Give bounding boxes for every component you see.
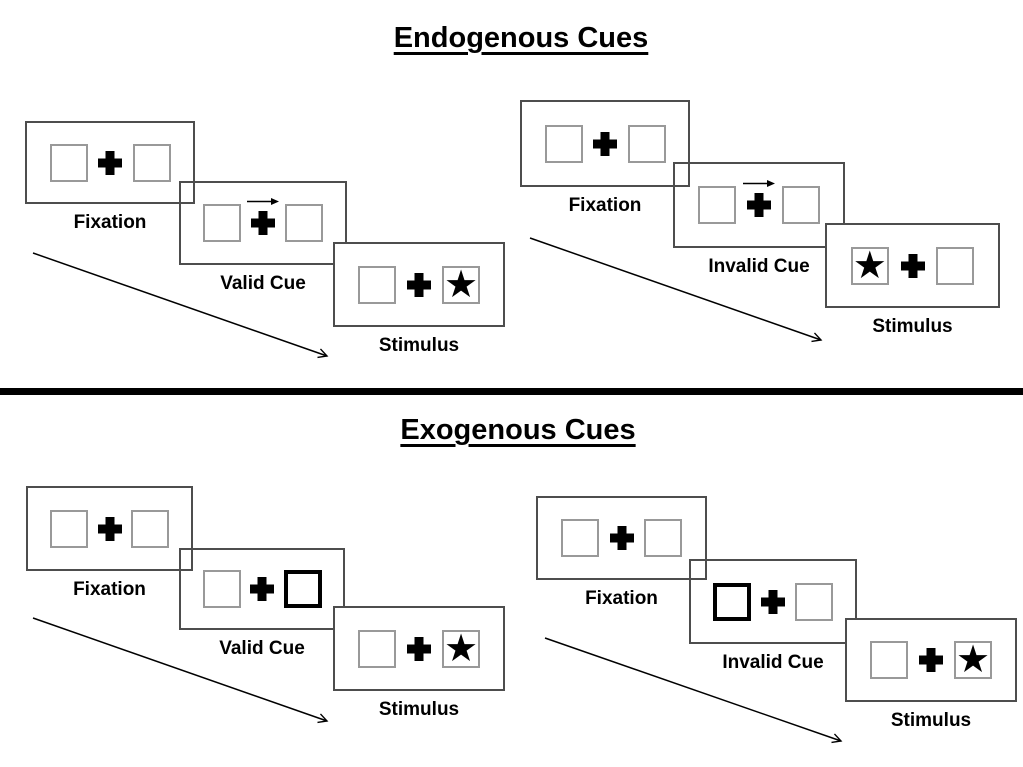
right-target-square: ★ [442, 627, 480, 670]
fixation-cross-icon [593, 132, 617, 156]
left-placeholder-square [49, 509, 88, 548]
exogenous-valid-stimulus-panel: ★ Stimulus [333, 606, 505, 720]
star-icon: ★ [443, 263, 479, 306]
fixation-cross-icon [251, 211, 275, 235]
panel-label: Fixation [73, 212, 147, 233]
cue-arrow-right-icon [743, 180, 775, 187]
panel-label: Fixation [585, 588, 658, 609]
star-icon: ★ [955, 639, 991, 681]
timeline-arrow-endogenous-valid [32, 252, 327, 356]
right-target-square: ★ [954, 641, 992, 679]
timeline-arrow-exogenous-valid [32, 617, 327, 721]
endogenous-valid-cue-panel: Valid Cue [179, 181, 347, 294]
fixation-cross-icon [761, 590, 785, 614]
right-placeholder-square [132, 143, 171, 182]
section-divider [0, 388, 1023, 395]
right-placeholder-square [285, 204, 323, 242]
exogenous-invalid-cue-panel: Invalid Cue [689, 559, 857, 673]
fixation-cross-icon [919, 648, 943, 672]
panel-label: Stimulus [872, 316, 953, 337]
fixation-cross-icon [407, 637, 431, 661]
right-placeholder-square [795, 582, 833, 621]
fixation-cross-icon [747, 193, 771, 217]
right-target-square: ★ [442, 263, 480, 306]
panel-label: Stimulus [890, 710, 972, 731]
fixation-cross-icon [610, 526, 634, 550]
cue-arrow-right-icon [247, 198, 279, 205]
right-placeholder-square [131, 509, 170, 548]
right-placeholder-square [782, 186, 820, 224]
fixation-cross-icon [250, 577, 274, 601]
endogenous-valid-fixation-panel: Fixation [25, 121, 195, 233]
fixation-cross-icon [98, 517, 122, 541]
left-placeholder-square [358, 265, 396, 304]
section-title-exogenous: Exogenous Cues [400, 414, 636, 446]
left-placeholder-square [358, 629, 396, 668]
endogenous-valid-stimulus-panel: ★ Stimulus [333, 242, 505, 356]
panel-label: Valid Cue [220, 273, 306, 294]
exogenous-invalid-fixation-panel: Fixation [536, 496, 707, 609]
star-icon: ★ [443, 627, 479, 670]
fixation-cross-icon [98, 151, 122, 175]
left-placeholder-square [560, 519, 599, 557]
panel-label: Fixation [73, 579, 146, 600]
endogenous-invalid-cue-panel: Invalid Cue [673, 162, 845, 277]
left-placeholder-square [202, 570, 241, 608]
fixation-cross-icon [901, 254, 925, 278]
left-placeholder-square [870, 641, 908, 679]
left-target-square: ★ [850, 244, 889, 287]
left-placeholder-square [544, 124, 583, 163]
star-icon: ★ [852, 244, 887, 287]
left-highlighted-cue-square [713, 582, 751, 621]
endogenous-invalid-fixation-panel: Fixation [520, 100, 690, 216]
exogenous-valid-cue-panel: Valid Cue [179, 548, 345, 659]
section-title-endogenous: Endogenous Cues [393, 22, 649, 54]
panel-label: Stimulus [378, 699, 460, 720]
exogenous-valid-fixation-panel: Fixation [26, 486, 193, 600]
panel-label: Stimulus [378, 335, 460, 356]
right-placeholder-square [627, 124, 666, 163]
panel-label: Invalid Cue [708, 256, 810, 277]
right-highlighted-cue-square [283, 570, 322, 608]
panel-label: Invalid Cue [722, 652, 824, 673]
timeline-arrow-endogenous-invalid [529, 237, 821, 340]
endogenous-invalid-stimulus-panel: ★ Stimulus [825, 223, 1000, 337]
exogenous-invalid-stimulus-panel: ★ Stimulus [845, 618, 1017, 731]
left-placeholder-square [203, 204, 241, 242]
right-placeholder-square [644, 519, 683, 557]
panel-label: Valid Cue [219, 638, 305, 659]
left-placeholder-square [49, 143, 88, 182]
right-placeholder-square [936, 246, 975, 285]
panel-label: Fixation [568, 195, 642, 216]
fixation-cross-icon [407, 273, 431, 297]
left-placeholder-square [698, 186, 736, 224]
